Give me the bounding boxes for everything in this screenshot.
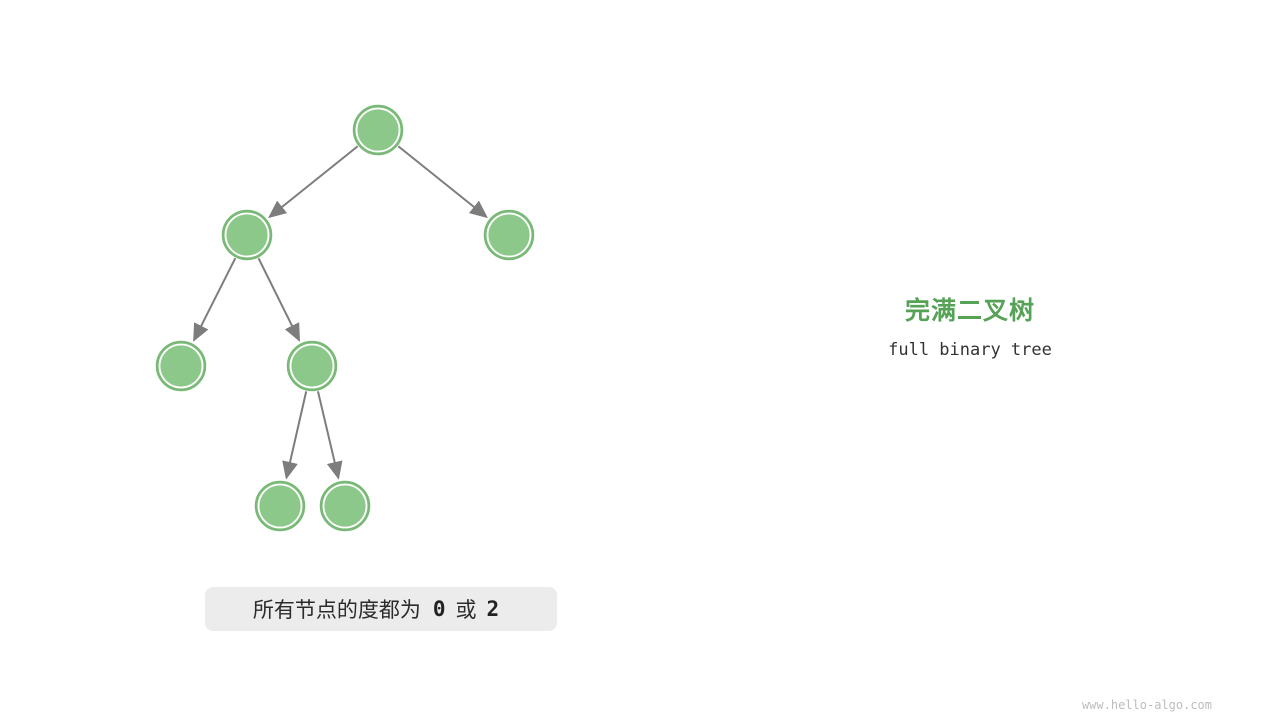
caption-box: 所有节点的度都为 0 或 2 bbox=[205, 587, 557, 631]
figure-title-block: 完满二叉树 full binary tree bbox=[790, 296, 1150, 360]
tree-edge-arrow bbox=[397, 145, 488, 219]
tree-node bbox=[155, 340, 207, 392]
caption-prefix: 所有节点的度都为 bbox=[252, 599, 421, 622]
tree-edge-arrow bbox=[193, 257, 237, 342]
caption-value-0: 0 bbox=[432, 597, 446, 621]
tree-edge-arrow bbox=[316, 391, 343, 480]
tree-edges bbox=[193, 145, 488, 480]
watermark-url: www.hello-algo.com bbox=[1081, 698, 1212, 712]
tree-node bbox=[254, 480, 306, 532]
caption-conjunction: 或 bbox=[455, 599, 477, 622]
tree-node bbox=[221, 209, 273, 261]
caption-value-2: 2 bbox=[486, 597, 500, 621]
tree-edge-arrow bbox=[268, 145, 359, 219]
tree-edge-arrow bbox=[282, 391, 308, 480]
tree-node bbox=[319, 480, 371, 532]
figure-title-zh: 完满二叉树 bbox=[904, 297, 1035, 325]
tree-node bbox=[352, 104, 404, 156]
tree-nodes bbox=[155, 104, 535, 532]
tree-node bbox=[483, 209, 535, 261]
tree-edge-arrow bbox=[257, 257, 301, 342]
figure-title-en: full binary tree bbox=[888, 340, 1052, 360]
tree-node bbox=[286, 340, 338, 392]
